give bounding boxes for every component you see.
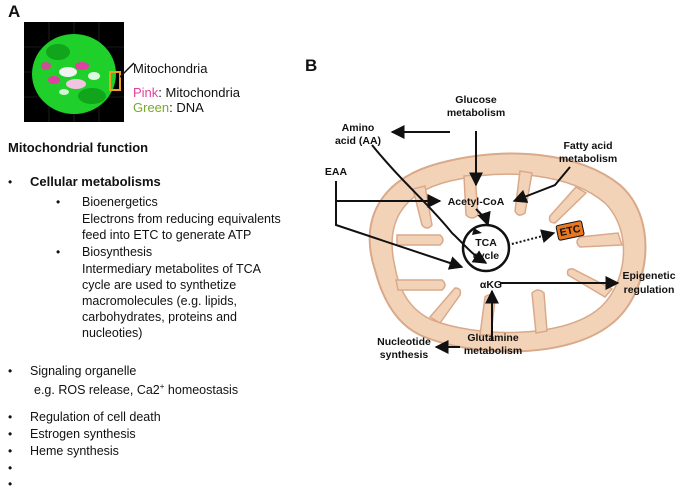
legend-pink-text: : Mitochondria bbox=[158, 85, 240, 100]
epigenetic-label-1: Epigenetic bbox=[622, 270, 675, 282]
panel-b-label: B bbox=[305, 56, 318, 75]
arrow-eaa-akg bbox=[335, 181, 464, 270]
signaling-desc: e.g. ROS release, Ca2+ homeostasis bbox=[34, 379, 238, 398]
signaling-desc-text: e.g. ROS release, Ca2 bbox=[34, 383, 160, 398]
fatty-label-2: metabolism bbox=[559, 153, 617, 165]
nucleotide-label-1: Nucleotide bbox=[377, 336, 431, 348]
legend-green-key: Green bbox=[133, 100, 170, 115]
sub-bullet: • bbox=[56, 195, 61, 209]
bullet: • bbox=[8, 410, 13, 424]
mitochondria-diagram: Glucose metabolism Amino acid (AA) Fatty… bbox=[325, 94, 676, 361]
fatty-label-1: Fatty acid bbox=[563, 140, 612, 152]
arrow-acetyl-tca bbox=[475, 208, 491, 227]
biosynthesis-desc-4: carbohydrates, proteins and bbox=[82, 310, 237, 324]
legend-pink: Pink: Mitochondria bbox=[133, 85, 240, 101]
biosynthesis-desc-2: cycle are used to synthetize bbox=[82, 278, 237, 292]
heme-synthesis: Heme synthesis bbox=[30, 444, 119, 458]
akg-label: αKG bbox=[480, 279, 502, 291]
estrogen-synthesis: Estrogen synthesis bbox=[30, 427, 136, 441]
cellular-metabolisms: Cellular metabolisms bbox=[30, 174, 161, 189]
bioenergetics-desc-1: Electrons from reducing equivalents bbox=[82, 212, 281, 226]
epigenetic-label-2: regulation bbox=[624, 284, 675, 296]
bullet: • bbox=[8, 364, 13, 378]
biosynthesis: Biosynthesis bbox=[82, 245, 153, 259]
amino-label-2: acid (AA) bbox=[335, 135, 381, 147]
bullet: • bbox=[8, 175, 13, 189]
legend-green: Green: DNA bbox=[133, 100, 204, 116]
bioenergetics-desc-2: feed into ETC to generate ATP bbox=[82, 228, 252, 242]
etc-box bbox=[555, 220, 585, 241]
bullet: • bbox=[8, 427, 13, 441]
tca-cycle-arrowhead bbox=[472, 228, 482, 235]
glutamine-label-1: Glutamine bbox=[467, 332, 519, 344]
acetyl-coa-label: Acetyl-CoA bbox=[448, 196, 505, 208]
etc-label: ETC bbox=[559, 223, 582, 239]
glucose-label-2: metabolism bbox=[447, 107, 505, 119]
function-heading: Mitochondrial function bbox=[8, 140, 149, 155]
glutamine-label-2: metabolism bbox=[464, 345, 522, 357]
arrow-amino-tca bbox=[371, 144, 488, 264]
biosynthesis-desc-3: macromolecules (e.g. lipids, bbox=[82, 294, 237, 308]
sub-bullet: • bbox=[56, 245, 61, 259]
tca-label-1: TCA bbox=[475, 237, 497, 249]
nucleotide-label-2: synthesis bbox=[380, 349, 429, 361]
signaling-desc-text-2: homeostasis bbox=[164, 383, 239, 398]
microscopy-image bbox=[24, 22, 124, 122]
bullet: • bbox=[8, 461, 13, 475]
legend-pink-key: Pink bbox=[133, 85, 159, 100]
amino-label-1: Amino bbox=[342, 122, 375, 134]
panel-a-label: A bbox=[8, 2, 21, 21]
tca-label-2: cycle bbox=[473, 250, 499, 262]
biosynthesis-desc-5: nucleoties) bbox=[82, 326, 143, 340]
mitochondria-highlight-box bbox=[109, 71, 121, 91]
signaling-organelle: Signaling organelle bbox=[30, 364, 137, 378]
cell-death: Regulation of cell death bbox=[30, 410, 161, 424]
glucose-label-1: Glucose bbox=[455, 94, 497, 106]
bioenergetics: Bioenergetics bbox=[82, 195, 158, 209]
biosynthesis-desc-1: Intermediary metabolites of TCA bbox=[82, 262, 262, 276]
legend-green-text: : DNA bbox=[169, 100, 204, 115]
signaling-sup: + bbox=[159, 382, 165, 391]
callout-label: Mitochondria bbox=[133, 61, 208, 76]
bullet: • bbox=[8, 477, 13, 491]
arrow-fatty-acetyl bbox=[512, 166, 571, 203]
callout-line bbox=[120, 62, 135, 78]
eaa-label: EAA bbox=[325, 166, 348, 178]
bullet: • bbox=[8, 444, 13, 458]
